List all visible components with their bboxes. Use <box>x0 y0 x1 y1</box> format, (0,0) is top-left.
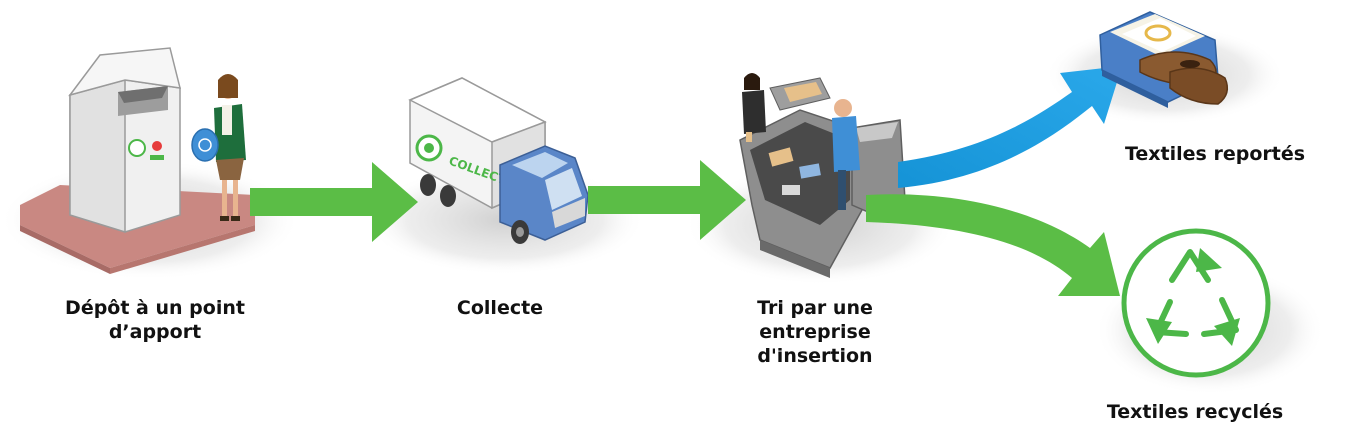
arrow-to-reportes <box>898 66 1122 188</box>
woman-icon <box>191 74 246 221</box>
step-label-depot: Dépôt à un point d’apport <box>65 297 245 343</box>
folded-clothes-shoes-icon <box>1099 11 1229 108</box>
outcome-label-reportes: Textiles reportés <box>1124 143 1306 165</box>
truck-icon: COLLECTE <box>408 77 589 244</box>
arrow-collecte-to-tri <box>588 160 746 240</box>
arrow-to-recycles <box>866 194 1120 296</box>
arrow-depot-to-collecte <box>250 162 418 242</box>
step-label-collecte: Collecte <box>456 297 544 319</box>
step-label-tri: Tri par une entreprise d'insertion <box>757 297 873 367</box>
outcome-label-recycles: Textiles recyclés <box>1106 401 1284 423</box>
sorting-station-icon <box>739 73 906 278</box>
recycle-icon <box>1121 228 1271 378</box>
clothing-bank-icon <box>20 47 255 274</box>
